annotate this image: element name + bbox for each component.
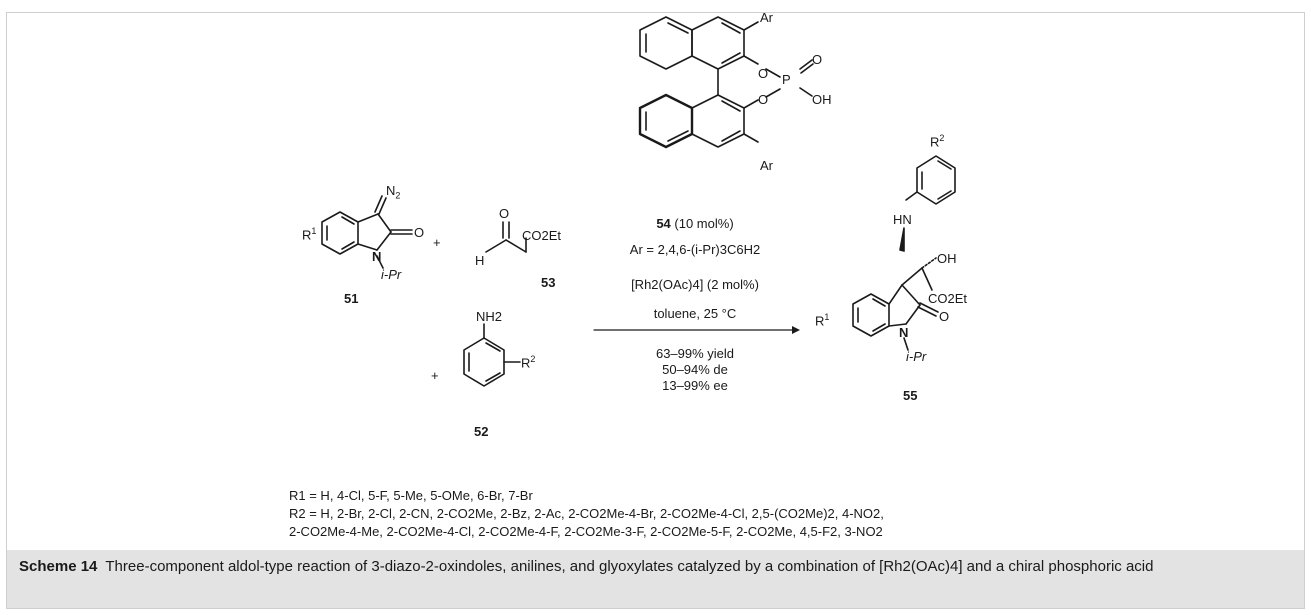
catalyst-phosphorus: P bbox=[782, 72, 791, 87]
product-55-structure bbox=[852, 155, 956, 351]
plus-sign-1: + bbox=[433, 235, 441, 250]
condition-rhodium: [Rh2(OAc)4] (2 mol%) bbox=[631, 277, 759, 292]
caption-text: Three-component aldol-type reaction of 3… bbox=[105, 558, 1154, 575]
reactant-53-structure bbox=[485, 221, 527, 253]
r2-substituent-list-2: 2-CO2Me-4-Me, 2-CO2Me-4-Cl, 2-CO2Me-4-F,… bbox=[289, 524, 883, 539]
condition-solvent: toluene, 25 °C bbox=[653, 306, 737, 321]
diazo-n2: N2 bbox=[386, 183, 401, 201]
catalyst-ar-top: Ar bbox=[760, 10, 773, 25]
catalyst-54-structure bbox=[638, 16, 814, 149]
caption-label: Scheme 14 bbox=[19, 558, 98, 575]
carbonyl-oxygen-51: O bbox=[414, 225, 425, 240]
r2-substituent-list-1: R2 = H, 2-Br, 2-Cl, 2-CN, 2-CO2Me, 2-Bz,… bbox=[289, 506, 884, 521]
amine-hn-55: HN bbox=[893, 212, 912, 227]
r2-substituent-52: R2 bbox=[521, 354, 536, 371]
r1-substituent-list: R1 = H, 4-Cl, 5-F, 5-Me, 5-OMe, 6-Br, 7-… bbox=[289, 488, 533, 503]
compound-label-55: 55 bbox=[903, 388, 918, 403]
reaction-arrow bbox=[593, 326, 800, 334]
ester-55: CO2Et bbox=[928, 291, 968, 306]
result-ee: 13–99% ee bbox=[662, 378, 728, 393]
scheme-caption: Scheme 14 Three-component aldol-type reac… bbox=[7, 550, 1304, 608]
isopropyl-51: i-Pr bbox=[381, 267, 402, 282]
catalyst-oxygen-2: O bbox=[758, 92, 769, 107]
catalyst-oxo: O bbox=[812, 52, 823, 67]
result-yield: 63–99% yield bbox=[655, 346, 735, 361]
r1-substituent-51: R1 bbox=[302, 226, 317, 243]
nitrogen-55: N bbox=[899, 325, 909, 340]
condition-catalyst: 54 (10 mol%) bbox=[656, 216, 734, 231]
carbonyl-oxygen-55: O bbox=[939, 309, 950, 324]
plus-sign-2: + bbox=[431, 368, 439, 383]
ester-53: CO2Et bbox=[522, 228, 562, 243]
reactant-51-structure bbox=[321, 195, 413, 269]
aldehyde-hydrogen-53: H bbox=[475, 253, 485, 268]
reactant-52-structure bbox=[463, 323, 521, 387]
result-de: 50–94% de bbox=[662, 362, 728, 377]
catalyst-ar-bottom: Ar bbox=[760, 158, 773, 173]
condition-ar-definition: Ar = 2,4,6-(i-Pr)3C6H2 bbox=[629, 242, 761, 257]
amine-52: NH2 bbox=[476, 309, 503, 324]
compound-label-51: 51 bbox=[344, 291, 359, 306]
r1-substituent-55: R1 bbox=[815, 312, 830, 329]
compound-label-53: 53 bbox=[541, 275, 556, 290]
isopropyl-55: i-Pr bbox=[906, 349, 927, 364]
nitrogen-51: N bbox=[372, 249, 382, 264]
catalyst-hydroxyl: OH bbox=[812, 92, 832, 107]
aldehyde-oxygen-53: O bbox=[499, 206, 510, 221]
hydroxyl-55: OH bbox=[937, 251, 957, 266]
catalyst-oxygen-1: O bbox=[758, 66, 769, 81]
figure-frame bbox=[6, 12, 1305, 609]
compound-label-52: 52 bbox=[474, 424, 489, 439]
r2-substituent-55: R2 bbox=[930, 133, 945, 150]
